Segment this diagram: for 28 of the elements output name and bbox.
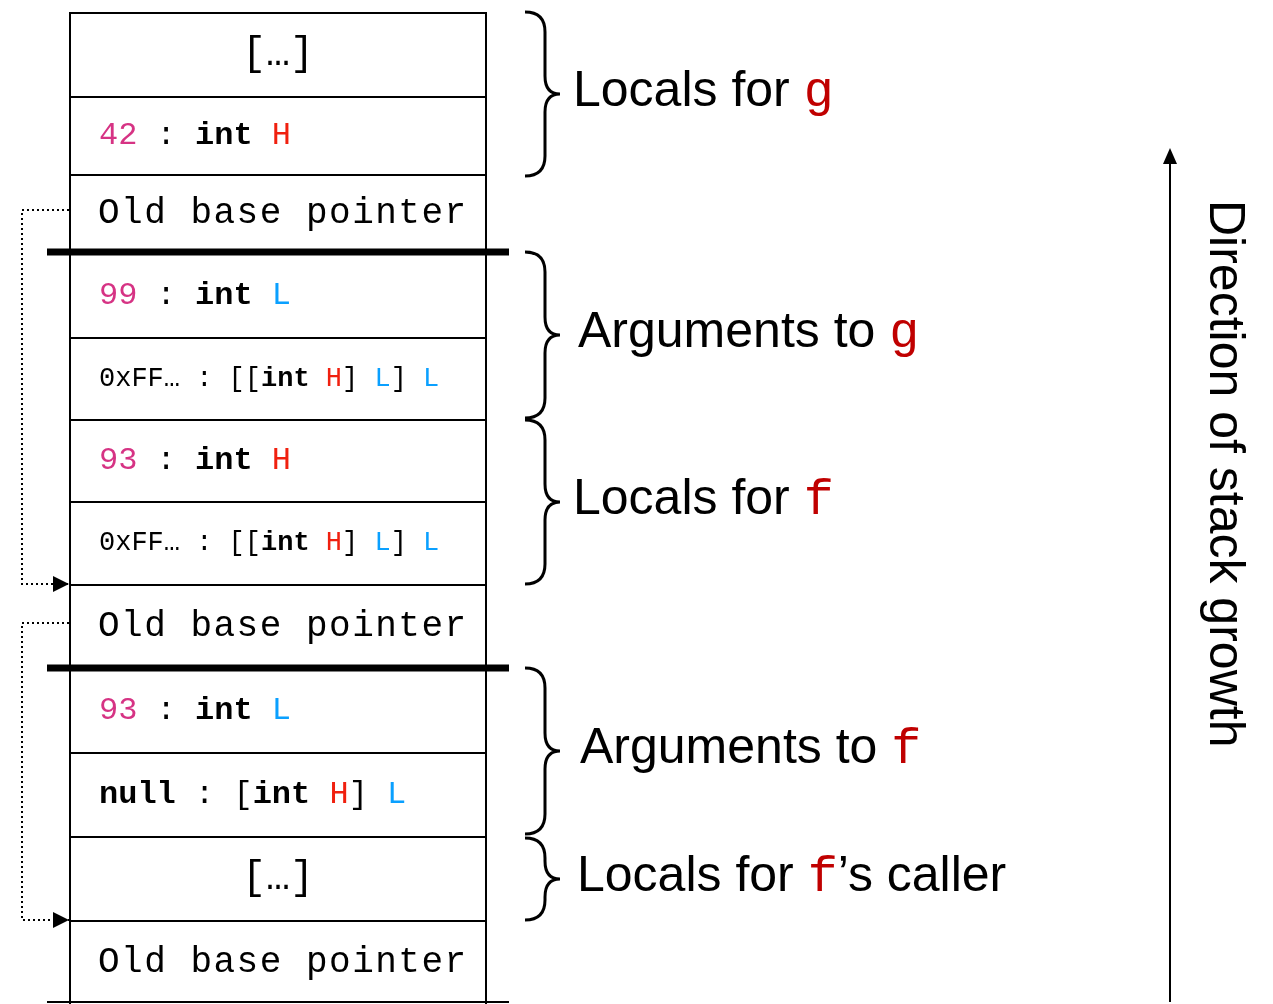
cell-text: 0xFF… : [[int H] L] L <box>99 365 440 393</box>
stack-cell <box>69 12 487 98</box>
axis-label: Direction of stack growth <box>1202 200 1252 748</box>
stack-cell <box>69 419 487 503</box>
frame-label: Locals for f <box>573 472 834 526</box>
stack-cell <box>69 752 487 838</box>
cell-text: Old base pointer <box>98 945 468 981</box>
frame-label: Arguments to f <box>580 721 922 775</box>
cell-text: Old base pointer <box>98 196 468 232</box>
frame-label: Locals for f’s caller <box>577 849 1007 903</box>
cell-text: 93 : int L <box>99 695 292 727</box>
cell-text: 0xFF… : [[int H] L] L <box>99 530 440 557</box>
cell-text: […] <box>242 859 314 899</box>
cell-text: 99 : int L <box>99 279 292 312</box>
cell-text: […] <box>242 35 314 75</box>
frame-label: Locals for g <box>573 64 834 118</box>
cell-text: 42 : int H <box>99 120 292 152</box>
cell-text: null : [int H] L <box>99 779 407 811</box>
pointer-arrow <box>21 622 70 928</box>
stack-cell <box>69 337 487 421</box>
frame-label: Arguments to g <box>578 305 920 359</box>
pointer-arrow <box>21 209 70 592</box>
cell-text: Old base pointer <box>98 609 468 645</box>
stack-cell <box>69 920 487 1004</box>
stack-cell <box>69 836 487 922</box>
stack-cell <box>69 96 487 176</box>
cell-text: 93 : int H <box>99 445 292 477</box>
stack-cell <box>69 501 487 586</box>
